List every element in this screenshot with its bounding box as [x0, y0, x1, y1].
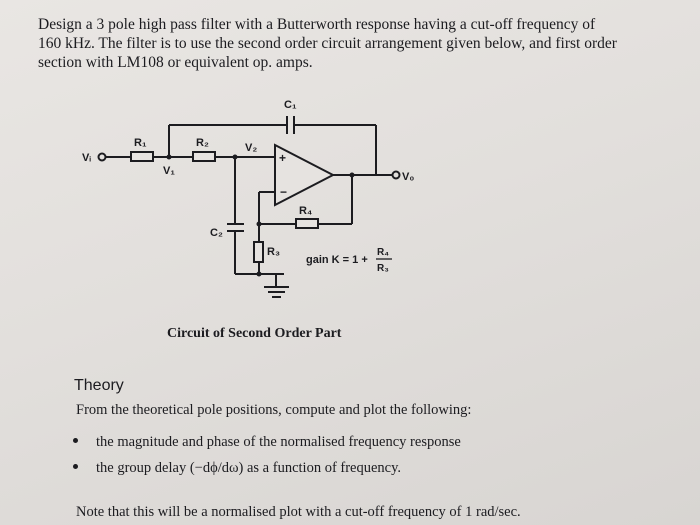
- problem-line-2: 160 kHz. The filter is to use the second…: [38, 35, 617, 52]
- bullet-text-group-delay: the group delay (−dϕ/dω) as a function o…: [96, 460, 402, 476]
- bullet-icon: [73, 464, 78, 470]
- junction-v1: [166, 154, 172, 160]
- label-vi: Vᵢ: [82, 152, 91, 164]
- list-item: the group delay (−dϕ/dω) as a function o…: [73, 460, 401, 477]
- resistor-r1: [130, 151, 154, 162]
- op-amp: [274, 143, 336, 207]
- output-terminal: [391, 170, 401, 180]
- label-plus: +: [279, 151, 286, 165]
- label-vo: V₀: [402, 171, 414, 183]
- gain-formula-prefix: gain K = 1 +: [306, 254, 368, 266]
- resistor-r3: [253, 241, 264, 263]
- label-c1: C₁: [284, 99, 297, 111]
- junction-minus: [256, 221, 262, 227]
- theory-heading: Theory: [74, 377, 124, 394]
- theory-intro: From the theoretical pole positions, com…: [76, 402, 472, 418]
- label-r2: R₂: [196, 137, 209, 149]
- problem-statement: Design a 3 pole high pass filter with a …: [38, 15, 668, 72]
- circuit-caption: Circuit of Second Order Part: [167, 326, 342, 341]
- resistor-r2: [192, 151, 216, 162]
- junction-v2: [232, 154, 238, 160]
- label-r1: R₁: [134, 137, 147, 149]
- label-r3: R₃: [267, 246, 280, 258]
- normalisation-note: Note that this will be a normalised plot…: [76, 504, 521, 520]
- label-v1: V₁: [163, 165, 175, 177]
- resistor-r4: [295, 218, 319, 229]
- label-minus: −: [280, 185, 287, 199]
- junction-out: [349, 172, 355, 178]
- gain-formula-denominator: R₃: [377, 263, 389, 274]
- problem-line-3: section with LM108 or equivalent op. amp…: [38, 54, 313, 71]
- label-r4: R₄: [299, 205, 312, 217]
- bullet-text-magnitude-phase: the magnitude and phase of the normalise…: [96, 434, 461, 450]
- problem-line-1: Design a 3 pole high pass filter with a …: [38, 16, 596, 33]
- gain-formula-numerator: R₄: [377, 247, 389, 258]
- list-item: the magnitude and phase of the normalise…: [73, 434, 461, 451]
- junction-ground: [256, 271, 262, 277]
- bullet-icon: [73, 438, 78, 444]
- label-v2: V₂: [245, 142, 257, 154]
- label-c2: C₂: [210, 227, 223, 239]
- input-terminal: [97, 152, 107, 162]
